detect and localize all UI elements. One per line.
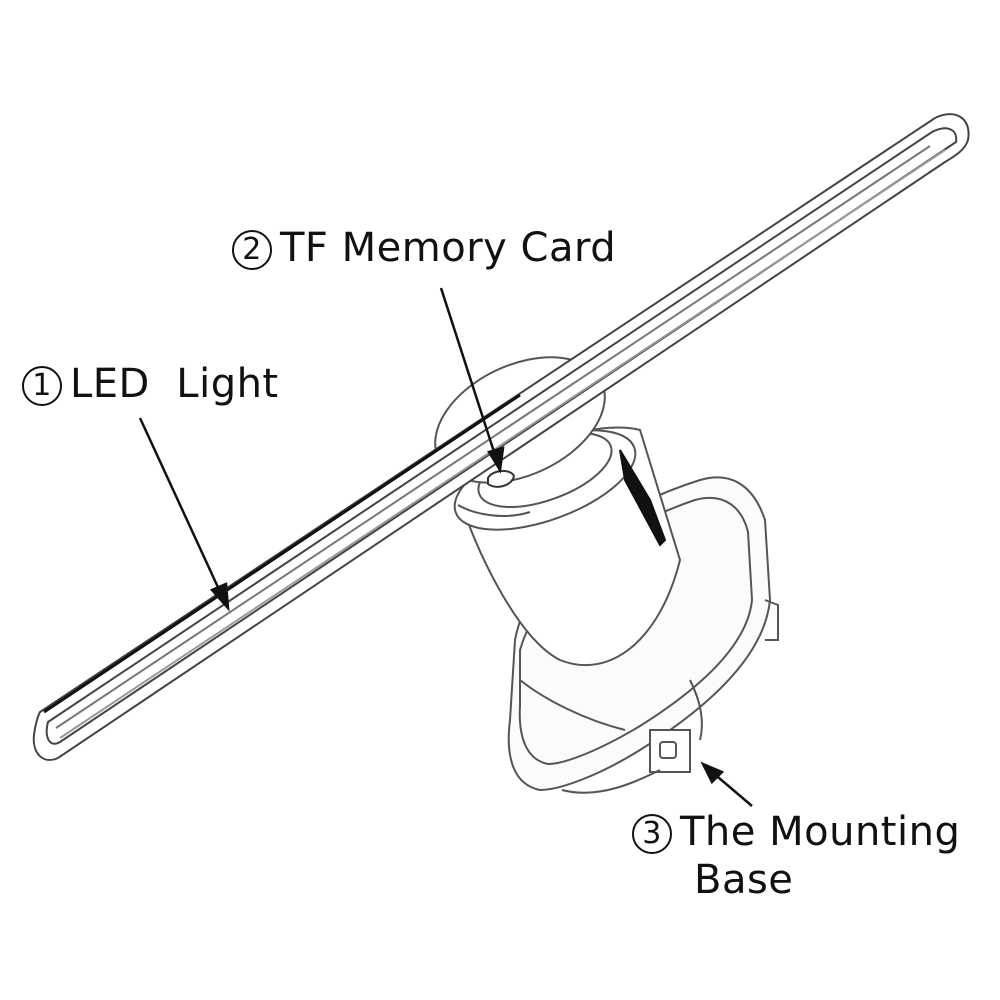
callout-led-label: LED Light [70,361,279,407]
tf-card-slot [487,470,516,488]
callout-number-1: 1 [22,366,62,406]
callout-number-2: 2 [232,230,272,270]
callout-base-label-line1: The Mounting [680,809,961,855]
callout-base-label-line2: Base [694,857,794,903]
callout-tf-label: TF Memory Card [280,225,617,271]
led-blade [32,113,970,761]
callout-arrows [138,287,753,807]
callout-number-3: 3 [632,814,672,854]
